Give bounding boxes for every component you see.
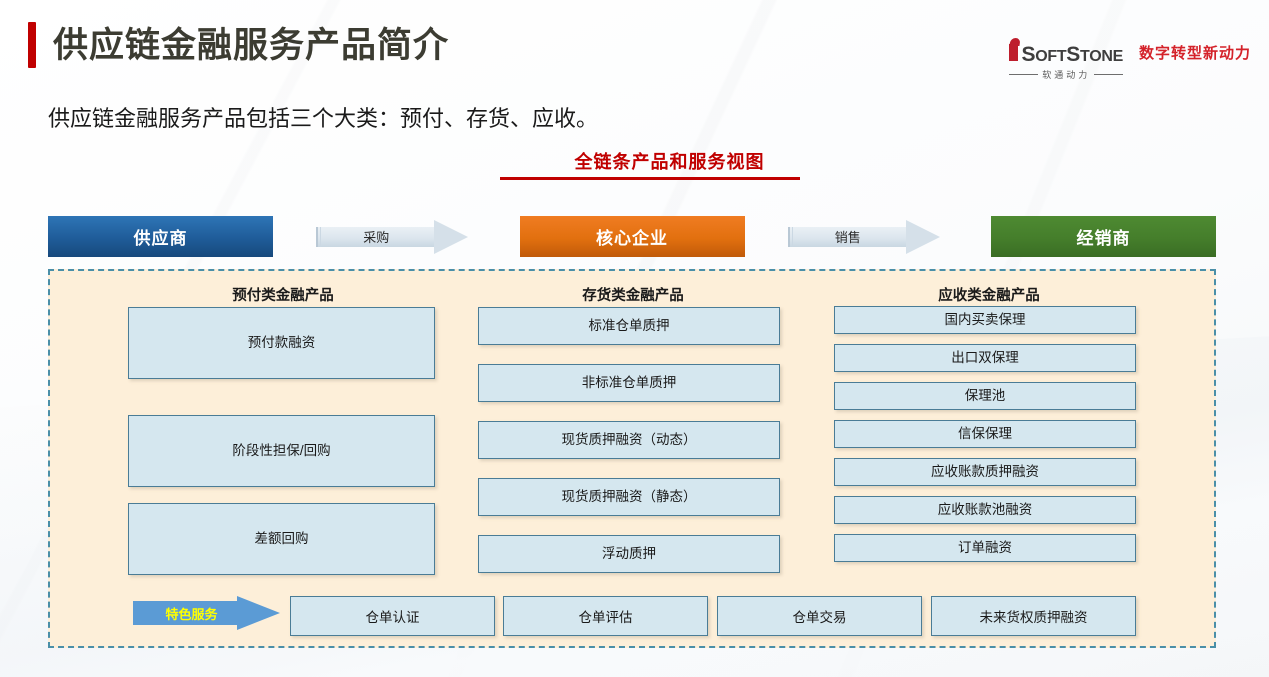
product-box[interactable]: 应收账款池融资	[834, 496, 1136, 524]
logo-wordmark-text: SOFTSTONE	[1021, 44, 1123, 65]
logo-mark: SOFTSTONE 软通动力	[1009, 38, 1123, 81]
product-box[interactable]: 现货质押融资（静态）	[478, 478, 780, 516]
product-box[interactable]: 信保保理	[834, 420, 1136, 448]
section-heading-underline	[500, 177, 800, 180]
feature-box[interactable]: 仓单交易	[717, 596, 922, 636]
logo-rule-left	[1009, 74, 1039, 75]
company-logo: SOFTSTONE 软通动力 数字转型新动力	[1009, 38, 1251, 81]
product-box[interactable]: 保理池	[834, 382, 1136, 410]
chain-node-dealer-label: 经销商	[1076, 229, 1131, 248]
purchase-arrow-shaft	[316, 226, 437, 247]
product-box[interactable]: 出口双保理	[834, 344, 1136, 372]
feature-service-arrow-icon: 特色服务	[133, 596, 280, 630]
chain-node-core-enterprise[interactable]: 核心企业	[519, 216, 745, 257]
logo-stone-s: S	[1066, 43, 1081, 66]
logo-stone: TONE	[1080, 48, 1123, 65]
sales-arrow-head	[905, 219, 940, 254]
sales-arrow-icon: 销售	[787, 219, 948, 254]
feature-arrow-head	[237, 596, 280, 630]
product-box[interactable]: 阶段性担保/回购	[128, 415, 435, 487]
column-header-receivable: 应收类金融产品	[938, 288, 1040, 304]
logo-soft-s: S	[1021, 43, 1036, 66]
logo-soft: OFT	[1035, 48, 1067, 65]
logo-chinese-name: 软通动力	[1042, 70, 1091, 80]
chain-gap-sales: 销售	[745, 219, 992, 254]
product-box[interactable]: 国内买卖保理	[834, 306, 1136, 334]
chain-node-dealer[interactable]: 经销商	[991, 216, 1216, 257]
product-box[interactable]: 现货质押融资（动态）	[478, 421, 780, 459]
page-title: 供应链金融服务产品简介	[53, 25, 450, 65]
chain-node-core-label: 核心企业	[596, 229, 668, 248]
column-header-inventory: 存货类金融产品	[582, 288, 684, 304]
chain-gap-purchase: 采购	[273, 219, 520, 254]
feature-box[interactable]: 仓单认证	[290, 596, 495, 636]
chain-node-supplier-label: 供应商	[133, 229, 188, 248]
purchase-arrow-label: 采购	[363, 230, 390, 245]
feature-box[interactable]: 未来货权质押融资	[931, 596, 1136, 636]
sales-arrow-shaft	[787, 226, 908, 247]
feature-arrow-label: 特色服务	[165, 606, 218, 622]
product-box[interactable]: 预付款融资	[128, 307, 435, 379]
product-box[interactable]: 非标准仓单质押	[478, 364, 780, 402]
section-heading-wrap: 全链条产品和服务视图	[0, 148, 1269, 174]
title-row: 供应链金融服务产品简介	[28, 22, 449, 68]
products-panel: 预付类金融产品 存货类金融产品 应收类金融产品 预付款融资 阶段性担保/回购 差…	[48, 269, 1216, 648]
product-box[interactable]: 订单融资	[834, 534, 1136, 562]
chain-node-supplier[interactable]: 供应商	[48, 216, 273, 257]
logo-sub-row: 软通动力	[1009, 68, 1123, 81]
subtitle: 供应链金融服务产品包括三个大类：预付、存货、应收。	[48, 106, 599, 131]
product-box[interactable]: 标准仓单质押	[478, 307, 780, 345]
logo-i-icon	[1009, 38, 1020, 61]
supply-chain-row: 供应商 采购 核心企业 销售 经销商	[48, 216, 1216, 257]
sales-arrow-label: 销售	[834, 230, 861, 245]
section-heading: 全链条产品和服务视图	[574, 152, 765, 172]
column-header-prepay: 预付类金融产品	[232, 288, 334, 304]
purchase-arrow-head	[434, 219, 469, 254]
feature-arrow-shaft	[133, 601, 238, 625]
logo-wordmark: SOFTSTONE	[1009, 38, 1123, 65]
feature-box[interactable]: 仓单评估	[503, 596, 708, 636]
purchase-arrow-icon: 采购	[316, 219, 476, 254]
title-accent-bar	[28, 22, 36, 68]
product-box[interactable]: 浮动质押	[478, 535, 780, 573]
logo-rule-right	[1094, 74, 1123, 75]
product-box[interactable]: 差额回购	[128, 503, 435, 575]
product-box[interactable]: 应收账款质押融资	[834, 458, 1136, 486]
logo-slogan: 数字转型新动力	[1138, 45, 1251, 62]
